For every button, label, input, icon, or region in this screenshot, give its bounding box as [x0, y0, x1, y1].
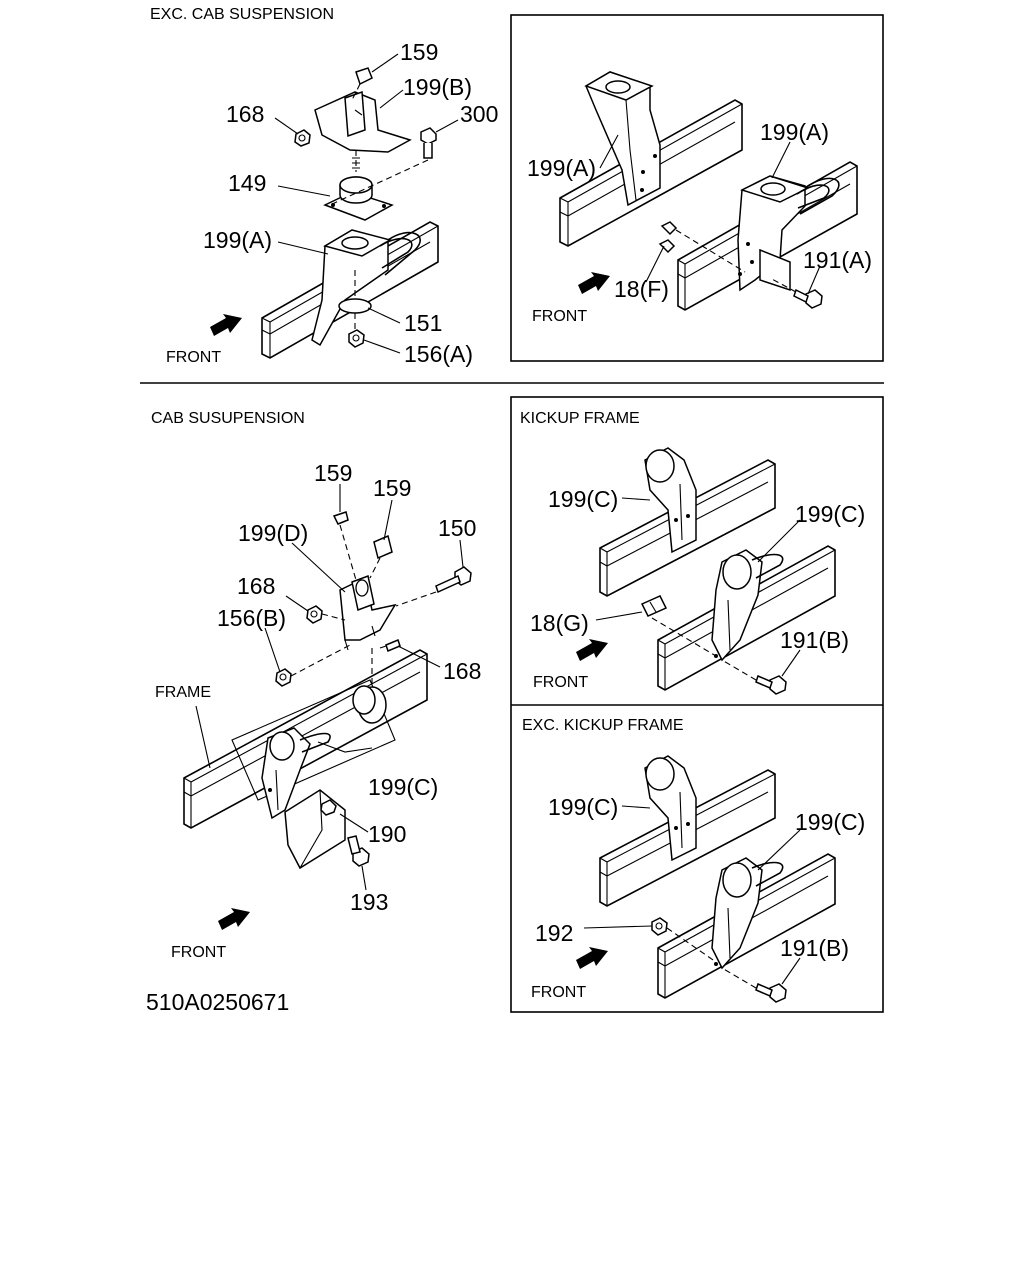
label-199a-right: 199(A): [760, 119, 829, 145]
label-150: 150: [438, 515, 476, 541]
bolt-193: [347, 835, 370, 867]
clip-159: [351, 67, 373, 101]
front-arrow-icon: [576, 639, 608, 661]
label-190: 190: [368, 821, 406, 847]
clip-159b: [369, 534, 393, 579]
label-199a-left: 199(A): [527, 155, 596, 181]
label-168b: 168: [443, 658, 481, 684]
panel-title: EXC. CAB SUSPENSION: [150, 6, 334, 23]
label-191b: 191(B): [780, 627, 849, 653]
label-151: 151: [404, 310, 442, 336]
pin-168b: [379, 638, 401, 653]
label-18f: 18(F): [614, 276, 669, 302]
panel-exc-cab-detail: 199(A) 199(A) 18(F) 191(A) FRONT: [527, 71, 872, 325]
frame-rail: [183, 649, 428, 829]
label-199b: 199(B): [403, 74, 472, 100]
front-arrow-icon: [210, 314, 242, 336]
label-300: 300: [460, 101, 498, 127]
panel-box-detail: [510, 14, 884, 362]
clip-18g: [640, 595, 717, 657]
washer-151: [338, 270, 372, 314]
label-199a: 199(A): [203, 227, 272, 253]
label-168a: 168: [237, 573, 275, 599]
panel-exc-cab-suspension: EXC. CAB SUSPENSION: [150, 6, 498, 367]
panel-cab-suspension: CAB SUSUPENSION: [151, 410, 481, 961]
mount-149: [323, 176, 394, 221]
drawing-code: 510A0250671: [146, 989, 289, 1015]
bracket-199c: [261, 727, 331, 820]
front-arrow-icon: [576, 947, 608, 969]
panel-title: EXC. KICKUP FRAME: [522, 717, 684, 734]
panel-title: CAB SUSUPENSION: [151, 410, 305, 427]
frame-rail-upper: [599, 459, 776, 597]
bolt-191a: [769, 277, 823, 309]
label-199c-top: 199(C): [548, 794, 618, 820]
mount-plane: [231, 679, 396, 801]
label-199c-right: 199(C): [795, 501, 865, 527]
panel-exc-kickup-frame: EXC. KICKUP FRAME: [522, 717, 865, 1003]
bolt-191b: [721, 967, 787, 1003]
label-149: 149: [228, 170, 266, 196]
label-191b: 191(B): [780, 935, 849, 961]
label-156a: 156(A): [404, 341, 473, 367]
front-label: FRONT: [531, 984, 586, 1001]
front-label: FRONT: [533, 674, 588, 691]
frame-label: FRAME: [155, 684, 211, 701]
label-199c: 199(C): [368, 774, 438, 800]
front-arrow-icon: [578, 272, 610, 294]
label-199d: 199(D): [238, 520, 308, 546]
nut-168a: [306, 605, 346, 624]
label-191a: 191(A): [803, 247, 872, 273]
label-199c-top: 199(C): [548, 486, 618, 512]
label-159b: 159: [373, 475, 411, 501]
bushing: [352, 648, 387, 724]
label-193: 193: [350, 889, 388, 915]
nut-156a: [348, 313, 365, 348]
bolt-150: [395, 566, 472, 607]
bracket-199b: [314, 90, 412, 172]
bolt-191b: [721, 659, 787, 695]
bracket-190: [284, 789, 346, 870]
label-192: 192: [535, 920, 573, 946]
front-arrow-icon: [218, 908, 250, 930]
bracket-199d: [339, 574, 397, 651]
panel-kickup-frame: KICKUP FRAME: [520, 410, 865, 695]
bracket-199c-lower: [711, 857, 784, 970]
label-159: 159: [400, 39, 438, 65]
label-156b: 156(B): [217, 605, 286, 631]
bracket-199a: [311, 229, 421, 347]
bracket-199c-upper: [644, 755, 697, 862]
bracket-199a-left: [584, 71, 661, 207]
front-label: FRONT: [532, 308, 587, 325]
clip-159a: [332, 511, 357, 581]
panel-title: KICKUP FRAME: [520, 410, 640, 427]
front-label: FRONT: [171, 944, 226, 961]
nut-192: [651, 917, 717, 963]
label-159a: 159: [314, 460, 352, 486]
label-18g: 18(G): [530, 610, 589, 636]
bolt-300: [329, 127, 437, 206]
bracket-199c-lower: [711, 549, 784, 662]
clip-18f: [658, 221, 746, 273]
label-168: 168: [226, 101, 264, 127]
bracket-199c-upper: [644, 447, 697, 554]
front-label: FRONT: [166, 349, 221, 366]
bracket-199a-right: [737, 175, 840, 292]
nut-156b: [275, 644, 351, 687]
label-199c-right: 199(C): [795, 809, 865, 835]
nut-168: [294, 129, 311, 147]
